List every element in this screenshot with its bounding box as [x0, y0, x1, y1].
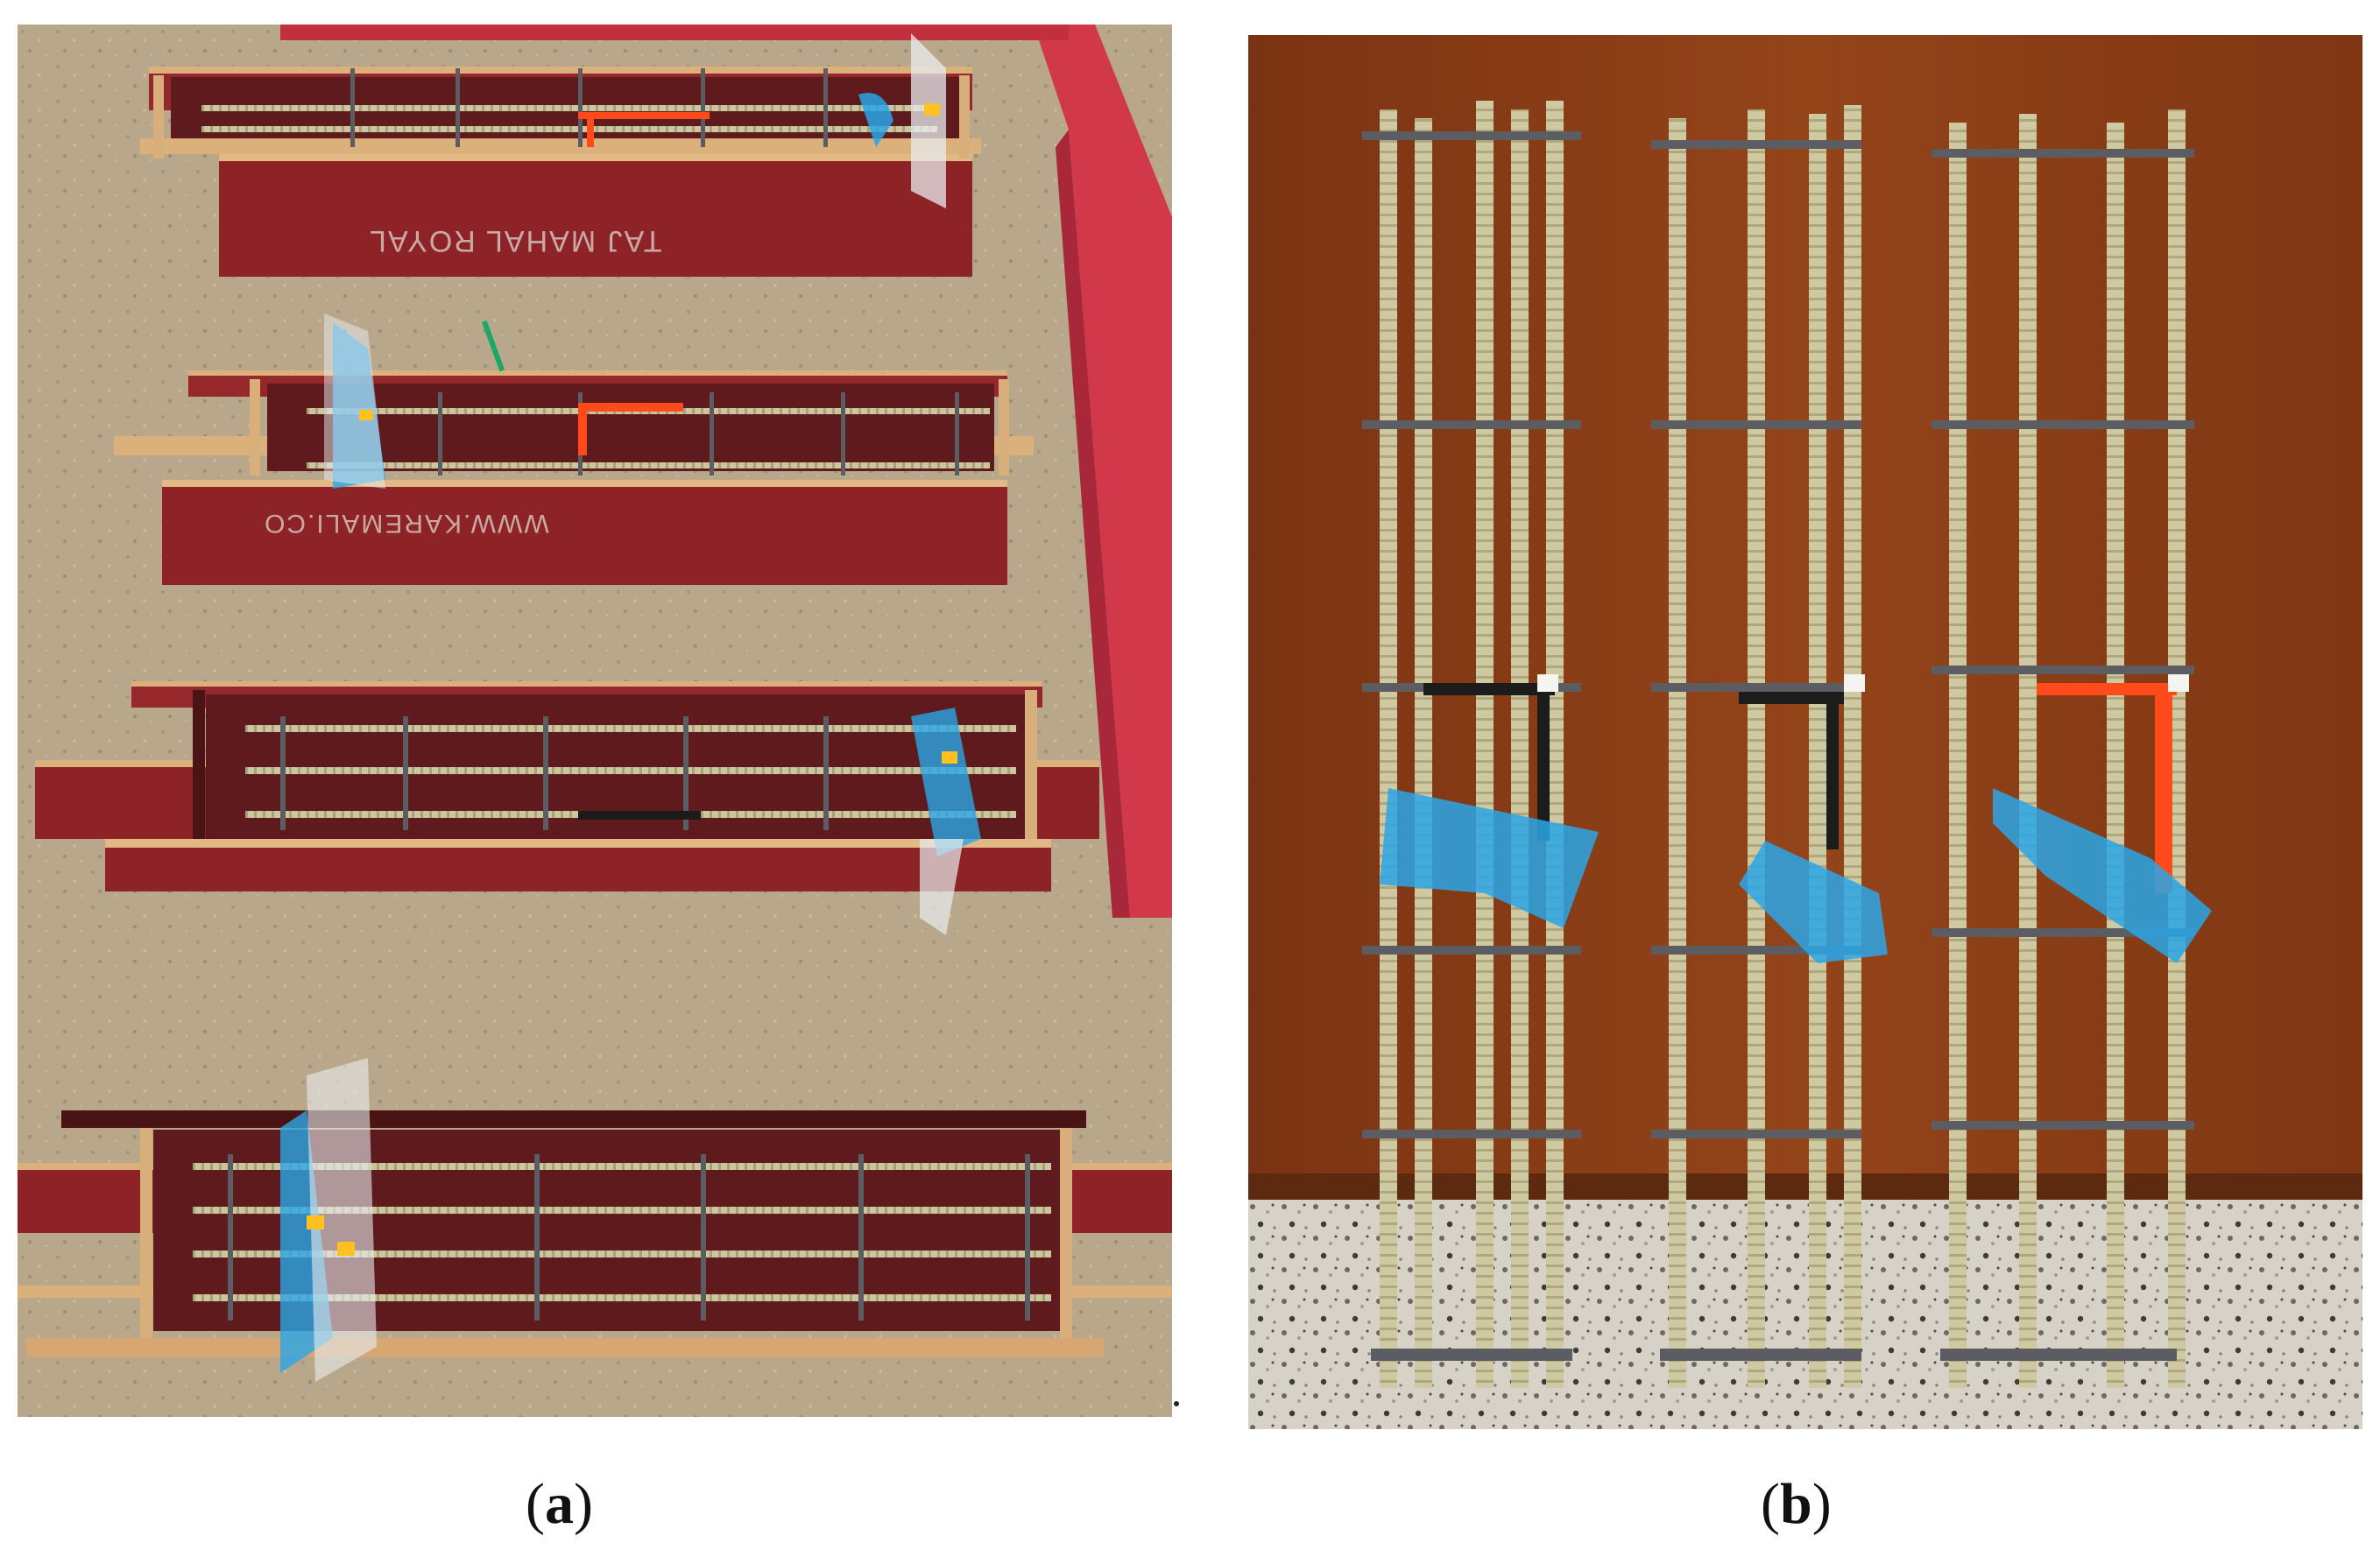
caption-b-open: ( [1761, 1472, 1780, 1536]
formwork-beam-2 [114, 314, 1034, 585]
photo-panel-b [1248, 35, 2362, 1429]
caption-b-letter: b [1779, 1472, 1812, 1536]
caption-a-close: ) [573, 1472, 593, 1536]
photo-column-cages [1248, 35, 2362, 1429]
formwork-beam-4 [18, 1058, 1172, 1382]
caption-b-close: ) [1811, 1472, 1832, 1536]
column-cage-1 [1362, 101, 1599, 1388]
caption-a-letter: a [544, 1472, 574, 1536]
caption-a: (a) [526, 1476, 593, 1533]
photo-formwork-beams [18, 25, 1172, 1417]
stray-dot [1174, 1401, 1179, 1406]
formwork-print-2: WWW.KAREMALI.CO [263, 509, 549, 538]
column-cage-3 [1932, 109, 2212, 1388]
formwork-print-1: TAJ MAHAL ROYAL [368, 224, 662, 257]
caption-a-open: ( [526, 1472, 545, 1536]
caption-b: (b) [1761, 1476, 1832, 1533]
formwork-beam-1 [140, 33, 981, 277]
formwork-beam-3 [35, 681, 1099, 935]
photo-panel-a [18, 25, 1172, 1417]
column-cage-2 [1651, 105, 1888, 1388]
